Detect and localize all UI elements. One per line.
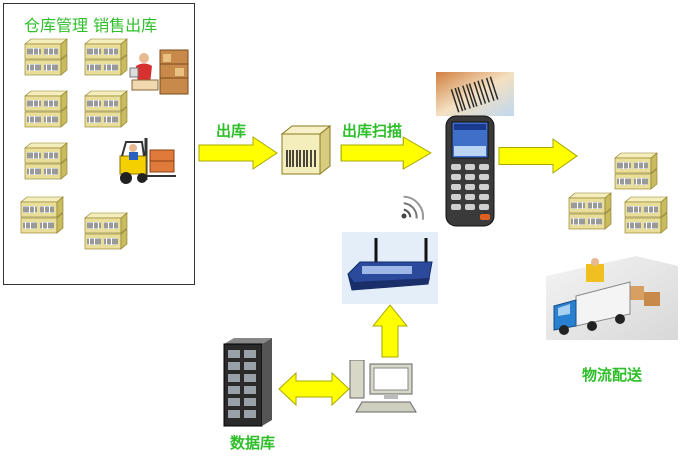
warehouse-panel: 仓库管理 销售出库 bbox=[3, 3, 195, 285]
arrow-right-icon bbox=[340, 136, 432, 170]
warehouse-clerk-icon bbox=[129, 49, 189, 95]
goods-stack-icon bbox=[562, 192, 618, 236]
handheld-pda-scanner-icon bbox=[445, 115, 495, 227]
goods-stack-icon bbox=[22, 90, 70, 134]
goods-stack-icon bbox=[22, 142, 70, 186]
desktop-computer-icon bbox=[349, 360, 417, 413]
goods-stack-icon bbox=[82, 38, 130, 82]
goods-stack-icon bbox=[82, 212, 130, 256]
goods-stack-icon bbox=[18, 196, 66, 240]
logistics-label: 物流配送 bbox=[582, 366, 643, 384]
bidirectional-arrow-icon bbox=[278, 372, 350, 406]
goods-stack-icon bbox=[618, 196, 674, 240]
wireless-signal-icon bbox=[401, 195, 425, 220]
forklift-icon bbox=[119, 138, 176, 184]
barcode-package-icon bbox=[280, 124, 332, 176]
arrow-right-icon bbox=[198, 136, 278, 170]
barcode-label-image-icon bbox=[436, 72, 514, 116]
goods-stack-icon bbox=[22, 38, 70, 82]
arrow-label-outbound: 出库 bbox=[216, 122, 247, 140]
delivery-truck-icon bbox=[546, 256, 678, 340]
arrow-label-scan: 出库扫描 bbox=[342, 122, 403, 140]
wireless-router-icon bbox=[342, 232, 438, 304]
server-rack-icon bbox=[223, 338, 272, 427]
goods-stack-icon bbox=[608, 152, 664, 196]
arrow-right-icon bbox=[498, 138, 578, 174]
arrow-up-icon bbox=[372, 304, 408, 358]
database-label: 数据库 bbox=[230, 434, 276, 452]
warehouse-title: 仓库管理 销售出库 bbox=[24, 16, 158, 35]
goods-stack-icon bbox=[82, 90, 130, 134]
